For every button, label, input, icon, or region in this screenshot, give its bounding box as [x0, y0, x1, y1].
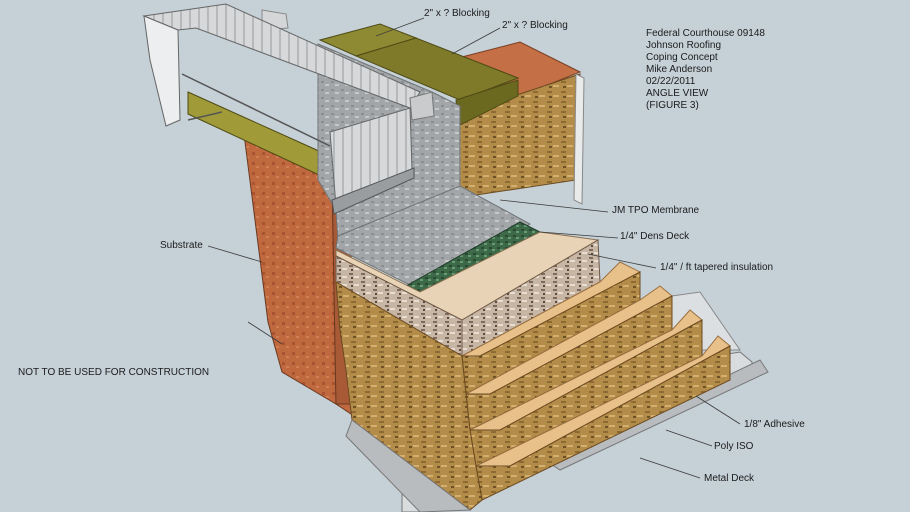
parapet-edge-trim: [573, 73, 585, 205]
leader-metal-deck: [639, 457, 701, 479]
leader-membrane: [499, 199, 609, 213]
leader-poly-iso: [665, 429, 713, 447]
poly-iso-body: [335, 281, 483, 511]
leader-lines: [207, 17, 741, 479]
coping-front-flange: [143, 15, 181, 127]
blocking-top-2: [354, 37, 520, 101]
cleat-fastener: [187, 111, 223, 121]
metal-deck-under: [345, 419, 472, 512]
callout-blocking-1: 2" x ? Blocking: [424, 8, 490, 19]
callout-substrate: Substrate: [160, 240, 203, 251]
project-name: Federal Courthouse 09148: [646, 28, 765, 39]
leader-adhesive: [695, 395, 741, 425]
coping-drip-edge: [331, 167, 415, 215]
figure-number: (FIGURE 3): [646, 100, 699, 111]
leader-tapered: [587, 253, 657, 269]
leader-substrate-base: [247, 321, 283, 345]
callout-poly-iso: Poly ISO: [714, 441, 754, 452]
callout-tapered-insulation: 1/4" / ft tapered insulation: [660, 262, 774, 273]
callout-adhesive: 1/8" Adhesive: [744, 419, 805, 430]
callout-metal-deck: Metal Deck: [704, 473, 755, 484]
callout-dens-deck: 1/4" Dens Deck: [620, 231, 690, 242]
callout-blocking-2: 2" x ? Blocking: [502, 20, 568, 31]
leader-blocking-1: [375, 17, 425, 37]
drawing-date: 02/22/2011: [646, 76, 696, 87]
view-name: ANGLE VIEW: [646, 88, 709, 99]
construction-notice: NOT TO BE USED FOR CONSTRUCTION: [18, 367, 210, 378]
callout-membrane: JM TPO Membrane: [612, 205, 700, 216]
company-name: Johnson Roofing: [646, 40, 722, 51]
drawing-subject: Coping Concept: [646, 52, 718, 63]
leader-blocking-2: [451, 27, 501, 55]
author-name: Mike Anderson: [646, 64, 713, 75]
leader-substrate: [207, 245, 263, 263]
leader-dens-deck: [539, 231, 619, 239]
cleat-line: [181, 73, 331, 147]
title-block: Federal Courthouse 09148 Johnson Roofing…: [646, 28, 765, 112]
coping-clip: [409, 91, 435, 121]
